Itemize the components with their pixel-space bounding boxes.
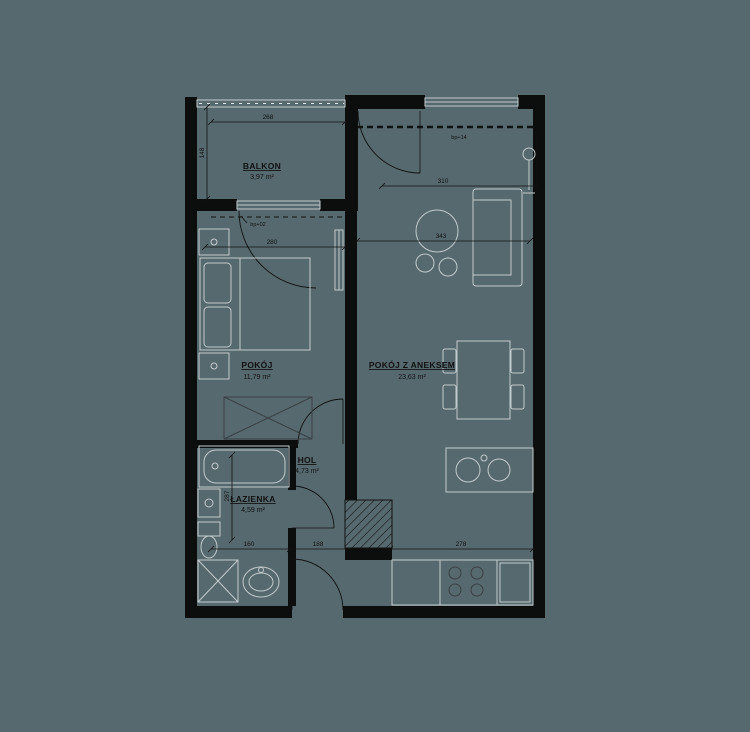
balcony-railing [196, 99, 346, 108]
dim-top-right: 310 [438, 178, 449, 185]
kitchen-peninsula-sink [445, 447, 534, 493]
room-area-lazienka: 4,59 m² [241, 507, 265, 514]
washbasin [242, 566, 280, 598]
nightstand-bottom [198, 352, 230, 380]
dim-bottom-middle: 188 [313, 541, 324, 548]
room-label-pokoj: POKÓJ [241, 359, 272, 370]
dim-balkon-width: 268 [263, 114, 274, 121]
stove-burners [448, 566, 484, 597]
room-label-lazienka: ŁAZIENKA [230, 494, 275, 504]
installation-shaft [344, 499, 393, 549]
room-area-pokoj-z-aneksem: 23,63 m² [398, 374, 426, 381]
balcony-door [236, 200, 321, 289]
dimension-labels: 268 148 280 310 343 160 188 278 287 [199, 114, 467, 548]
dim-balkon-depth: 148 [199, 147, 206, 158]
kitchen-counter [391, 559, 534, 606]
annex-window [424, 97, 519, 107]
door-hall-bathroom [291, 485, 335, 529]
dim-bottom-left: 160 [244, 541, 255, 548]
coffee-table [415, 209, 459, 277]
sofa [472, 188, 523, 287]
room-area-balkon: 3,97 m² [250, 174, 274, 181]
marker-balcony-door: bp+02 [250, 222, 265, 228]
room-area-pokoj: 11,79 m² [243, 374, 271, 381]
marker-upper-balcony: bp+14 [451, 135, 466, 141]
radiator-pokoj [334, 229, 344, 291]
nightstand-top [198, 228, 230, 256]
bathtub [198, 445, 290, 488]
door-hall-pokoj [297, 398, 344, 445]
dining-table [442, 340, 525, 420]
room-label-pokoj-z-aneksem: POKÓJ Z ANEKSEM [369, 359, 455, 370]
floor-lamp [522, 147, 536, 194]
dim-bottom-right: 278 [456, 541, 467, 548]
opening-markers: bp+02 bp+14 [240, 135, 467, 228]
room-label-hol: HOL [298, 455, 317, 465]
entrance-door [291, 558, 344, 611]
room-label-balkon: BALKON [243, 161, 281, 171]
dim-lazienka-height: 287 [224, 490, 231, 501]
dim-aneks-width: 343 [436, 233, 447, 240]
toilet [197, 521, 221, 559]
bed [199, 257, 311, 351]
dimension-lines [201, 103, 541, 553]
washing-machine [197, 559, 239, 603]
wardrobe [223, 396, 313, 440]
dim-balkon-door: 280 [267, 239, 278, 246]
room-labels: BALKON 3,97 m² POKÓJ 11,79 m² POKÓJ Z AN… [230, 161, 455, 514]
annex-balcony-door [357, 110, 421, 174]
bathroom-cabinet [197, 488, 221, 518]
room-area-hol: 4,73 m² [295, 468, 319, 475]
